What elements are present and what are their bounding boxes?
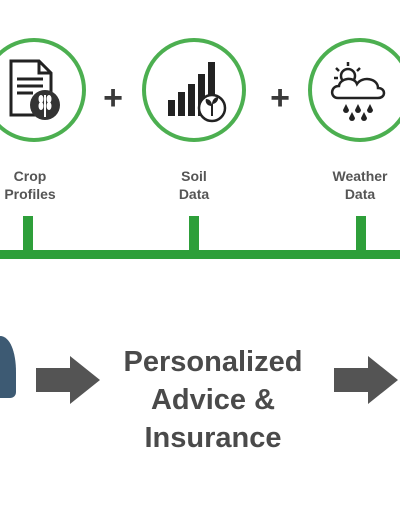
document-wheat-icon [9, 59, 60, 120]
soil-data-label: Soil Data [178, 168, 210, 202]
connector-stem-3 [356, 216, 366, 256]
crop-profiles-circle [0, 38, 86, 142]
connector-stem-2 [189, 216, 199, 256]
weather-data-label: Weather Data [332, 168, 388, 202]
plus-operator-1: + [103, 79, 123, 117]
arrow-right-icon [36, 356, 100, 404]
crop-profiles-label: Crop Profiles [4, 168, 56, 202]
weather-data-circle [308, 38, 400, 142]
output-text: Personalized Advice & Insurance [123, 346, 303, 454]
plus-operator-2: + [270, 79, 290, 117]
connector-horizontal-line [0, 250, 400, 259]
soil-data-circle [142, 38, 246, 142]
cloud-sun-rain-icon [330, 62, 386, 121]
connector-stem-1 [23, 216, 33, 256]
arrow-right-icon [334, 356, 398, 404]
partial-person-shape [0, 336, 16, 398]
bar-chart-sprout-icon [168, 62, 227, 123]
